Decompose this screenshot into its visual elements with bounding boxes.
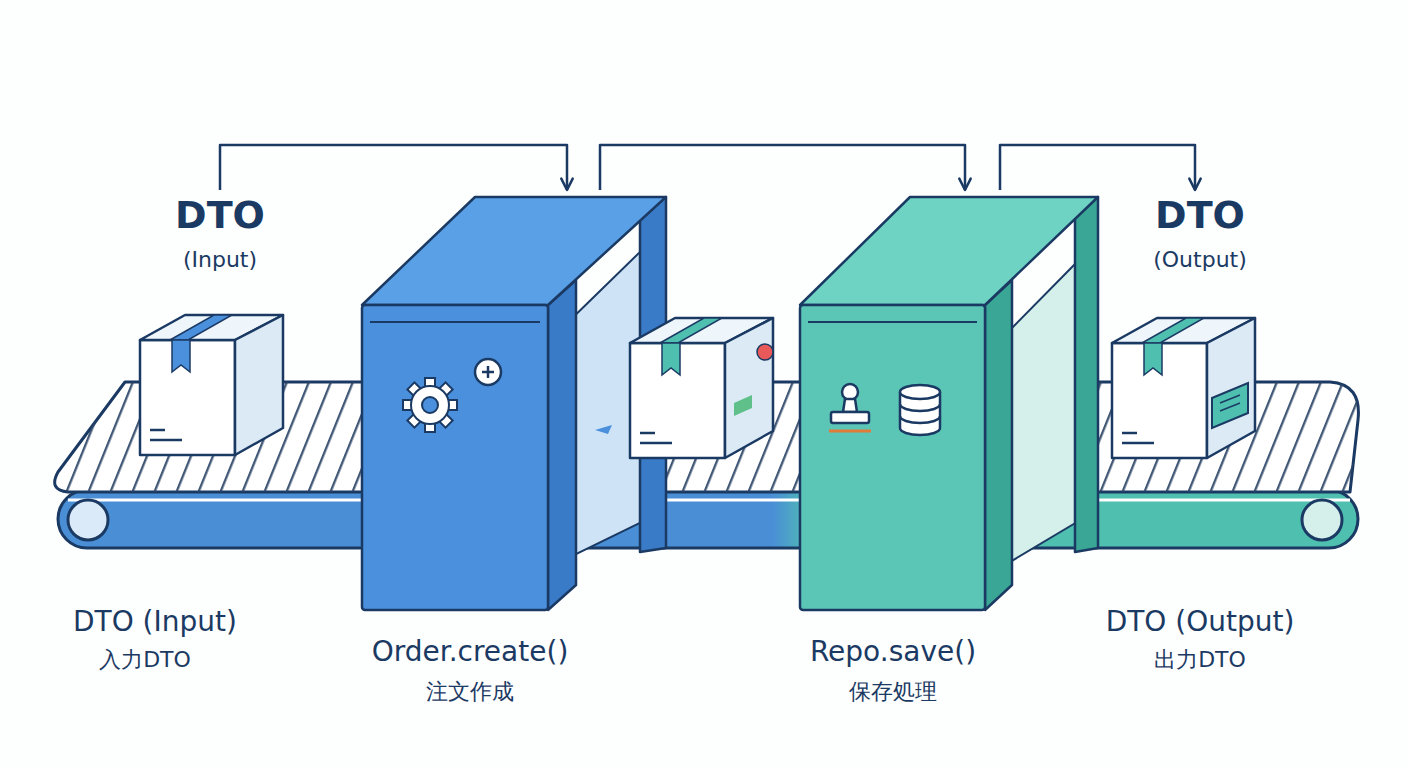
- belt-edge: [68, 499, 1350, 502]
- package-label-line: [1220, 403, 1240, 411]
- package-box: [140, 315, 283, 455]
- gate-trim: [808, 321, 977, 323]
- gate-front: [362, 305, 548, 610]
- gate-trim: [370, 321, 540, 323]
- belt-roller: [1302, 500, 1342, 540]
- gate-side: [985, 280, 1012, 610]
- package-box: [1112, 318, 1255, 458]
- process-node: Order.create()注文作成: [345, 190, 670, 710]
- status-dot: [757, 344, 773, 360]
- package-tape: [172, 340, 190, 372]
- gate-top: [800, 197, 1098, 305]
- database-icon: [900, 385, 940, 435]
- gate-side: [548, 280, 576, 610]
- belt-roller: [68, 500, 108, 540]
- node-label: (Input): [100, 247, 340, 273]
- package-tape: [170, 315, 232, 340]
- process-gate: [362, 197, 666, 610]
- node-heading: DTO: [1085, 192, 1315, 238]
- node-label: DTO (Input): [25, 605, 285, 639]
- save-gate: [800, 197, 1098, 610]
- package-tape: [1142, 318, 1204, 343]
- gate-front: [800, 305, 985, 610]
- package-box: [630, 318, 773, 458]
- package-tape: [1144, 343, 1162, 375]
- process-node: DTO(Input)DTO (Input)入力DTO: [50, 190, 310, 680]
- processed-package: [630, 318, 773, 458]
- node-heading: DTO: [100, 192, 340, 238]
- node-label: Order.create(): [320, 635, 620, 669]
- flow-arrow: [220, 145, 567, 190]
- node-label: DTO (Output): [1060, 605, 1340, 639]
- gate-top: [362, 197, 666, 305]
- motion-arrow: [595, 425, 612, 434]
- node-label: 注文作成: [350, 679, 590, 705]
- belt-band: [58, 490, 1358, 548]
- gate-opening: [1010, 262, 1077, 562]
- process-node: DTO(Output)DTO (Output)出力DTO: [1095, 190, 1325, 680]
- package-sticker: [734, 395, 752, 416]
- input-package: [140, 315, 283, 455]
- output-package: [1112, 318, 1255, 458]
- plus-icon: [475, 359, 501, 385]
- stamp-icon: [829, 384, 871, 431]
- flow-arrow: [600, 145, 965, 190]
- process-node: Repo.save()保存処理: [785, 190, 1095, 710]
- node-label: Repo.save(): [753, 635, 1033, 669]
- package-tape: [662, 343, 680, 375]
- package-tape: [660, 318, 722, 343]
- node-label: 出力DTO: [1085, 647, 1315, 673]
- gear-icon: [403, 378, 457, 432]
- flow-arrow: [1000, 145, 1195, 190]
- package-label: [1212, 383, 1248, 428]
- node-label: (Output): [1085, 247, 1315, 273]
- gate-pillar: [1075, 197, 1098, 552]
- package-label-line: [1220, 395, 1240, 403]
- node-label: 保存処理: [773, 679, 1013, 705]
- node-label: 入力DTO: [25, 647, 265, 673]
